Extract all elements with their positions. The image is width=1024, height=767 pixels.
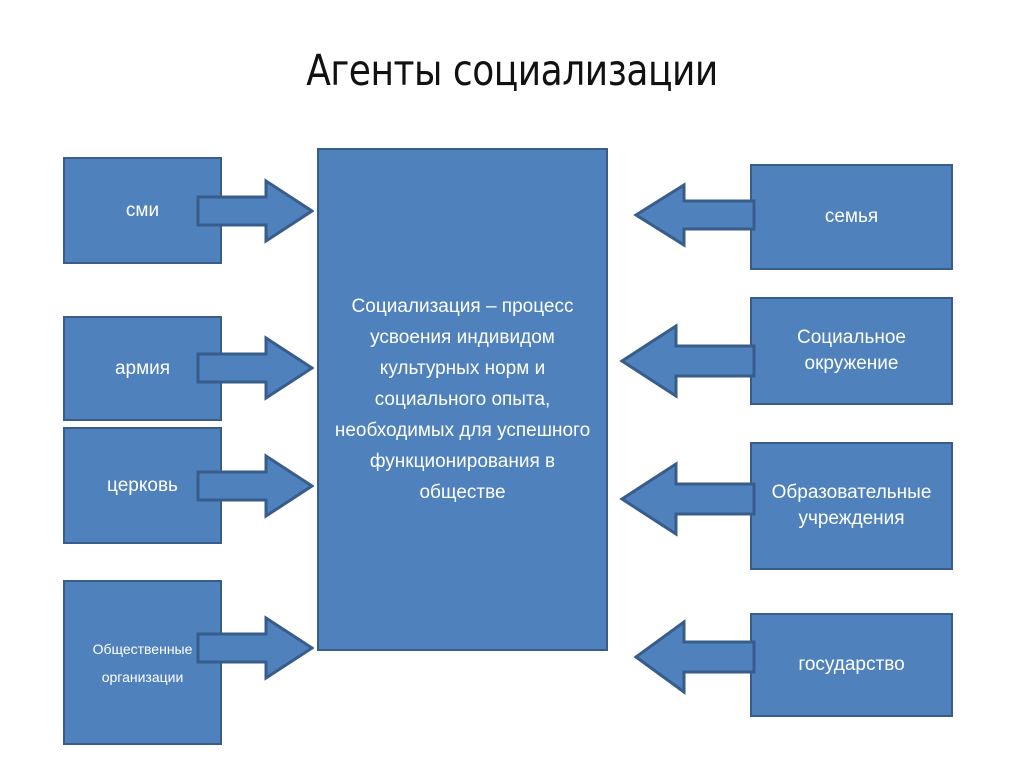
agent-box-social-environment[interactable]: Социальное окружение	[750, 297, 953, 405]
arrow-right-icon	[196, 177, 314, 245]
page-title: Агенты социализации	[306, 46, 718, 96]
agent-box-church[interactable]: церковь	[63, 427, 222, 544]
agent-box-label: армия	[114, 357, 171, 379]
agent-box-label: Социальное окружение	[797, 327, 906, 374]
arrow-right-icon	[196, 334, 314, 402]
arrow-left-icon	[632, 181, 756, 249]
agent-box-label: семья	[824, 206, 879, 227]
agent-box-public-organizations[interactable]: Общественные организации	[63, 580, 222, 745]
agent-box-smi[interactable]: сми	[63, 157, 222, 264]
agent-box-label: Образовательные учреждения	[771, 482, 932, 529]
socialization-definition-box[interactable]: Социализация – процесс усвоения индивидо…	[317, 148, 608, 651]
agent-box-label: Общественные организации	[92, 640, 193, 685]
agent-box-label: церковь	[107, 474, 178, 496]
socialization-definition-text: Социализация – процесс усвоения индивидо…	[334, 296, 591, 503]
arrow-left-icon	[632, 618, 756, 696]
arrow-left-icon	[618, 322, 756, 400]
agent-box-label: сми	[125, 199, 160, 221]
agent-box-army[interactable]: армия	[63, 316, 222, 421]
agent-box-label: государство	[798, 654, 905, 675]
arrow-right-icon	[196, 614, 314, 682]
agent-box-state[interactable]: государство	[750, 613, 953, 717]
arrow-right-icon	[196, 452, 314, 520]
agent-box-educational-institutions[interactable]: Образовательные учреждения	[750, 442, 953, 570]
agent-box-family[interactable]: семья	[750, 164, 953, 270]
arrow-left-icon	[618, 460, 756, 538]
